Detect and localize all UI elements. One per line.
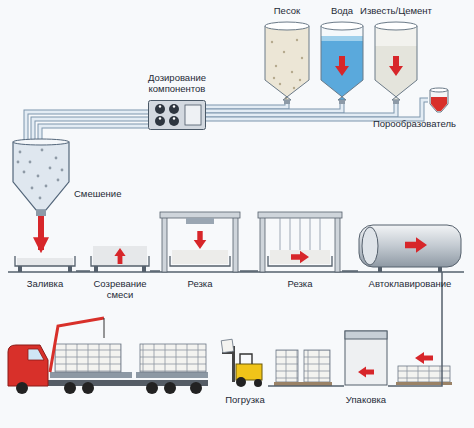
- pipe-connector: [26, 112, 148, 140]
- node-shape: [320, 22, 364, 104]
- conveyor-connector: [342, 271, 358, 272]
- mixer: Смешение: [12, 140, 70, 216]
- node-shape: [264, 22, 310, 104]
- node-shape: [14, 250, 76, 272]
- conveyor-connector: [76, 271, 90, 272]
- node-label: Порообразователь: [328, 118, 456, 129]
- node-label: Резка: [250, 278, 350, 289]
- pipe-highlight: [26, 112, 148, 140]
- node-shape: [344, 330, 388, 388]
- node-label: Резка: [150, 278, 250, 289]
- conveyor-connector: [388, 272, 442, 386]
- node-shape: [148, 100, 206, 130]
- pipe-highlight: [206, 104, 396, 115]
- conveyor-connector: [150, 271, 160, 272]
- conveyor-connector: [240, 270, 258, 272]
- node-shape: [358, 224, 462, 272]
- dosing-unit: Дозирование компонентов: [148, 100, 206, 130]
- pipe-connector: [206, 100, 428, 119]
- node-label: Созревание смеси: [88, 278, 152, 300]
- pipe-connector: [206, 104, 287, 107]
- pouring-station: Заливка: [14, 250, 76, 272]
- node-label: Упаковка: [331, 394, 401, 405]
- node-shape: [90, 244, 150, 272]
- pipe-highlight: [206, 104, 287, 107]
- pipe-connector: [26, 112, 148, 140]
- node-shape: [258, 212, 342, 272]
- node-label: Погрузка: [210, 394, 280, 405]
- pipe-connector: [206, 100, 428, 119]
- conveyor-connector: [388, 272, 442, 386]
- extra-pipes: [33, 119, 148, 140]
- node-shape: [374, 22, 418, 104]
- foaming-agent-tank: Порообразователь: [428, 88, 450, 112]
- forklift: Погрузка: [222, 346, 268, 388]
- autoclave: Автоклавирование: [358, 224, 462, 272]
- packing-machine: Упаковка: [344, 330, 388, 388]
- truck: [8, 318, 208, 394]
- flow-arrow: [38, 216, 44, 250]
- node-shape: [222, 346, 268, 388]
- pipe-connector: [206, 104, 396, 115]
- node-label: Песок: [247, 5, 327, 16]
- node-label: Известь/Цемент: [356, 5, 436, 16]
- conveyor-connector: [150, 270, 160, 272]
- pipe-connector: [206, 104, 342, 111]
- node-shape: [12, 140, 70, 216]
- silo: Вода: [320, 22, 364, 104]
- node-label: Смешение: [74, 188, 144, 199]
- cutting-station: Резка: [258, 212, 342, 272]
- conveyor-connector: [268, 385, 344, 387]
- pipe-connector: [206, 104, 287, 107]
- pipe-connector: [206, 104, 342, 111]
- node-shape: [160, 212, 240, 272]
- node-label: Дозирование компонентов: [127, 72, 227, 94]
- silo: Известь/Цемент: [374, 22, 418, 104]
- cutting-station: Резка: [160, 212, 240, 272]
- conveyor-connector: [342, 270, 358, 272]
- silo: Песок: [264, 22, 310, 104]
- maturing-station: Созревание смеси: [90, 244, 150, 272]
- conveyor-connector: [240, 271, 258, 272]
- flow-arrow: [41, 216, 42, 250]
- node-label: Заливка: [5, 278, 85, 289]
- block-stacks: [274, 350, 332, 386]
- node-label: Автоклавирование: [350, 278, 470, 289]
- pipe-highlight: [206, 100, 428, 119]
- pipe-connector: [206, 104, 396, 115]
- conveyor-connector: [76, 270, 90, 272]
- pallet: [396, 352, 452, 385]
- conveyor-connector: [268, 386, 344, 387]
- pipe-highlight: [206, 104, 342, 111]
- node-shape: [428, 88, 450, 112]
